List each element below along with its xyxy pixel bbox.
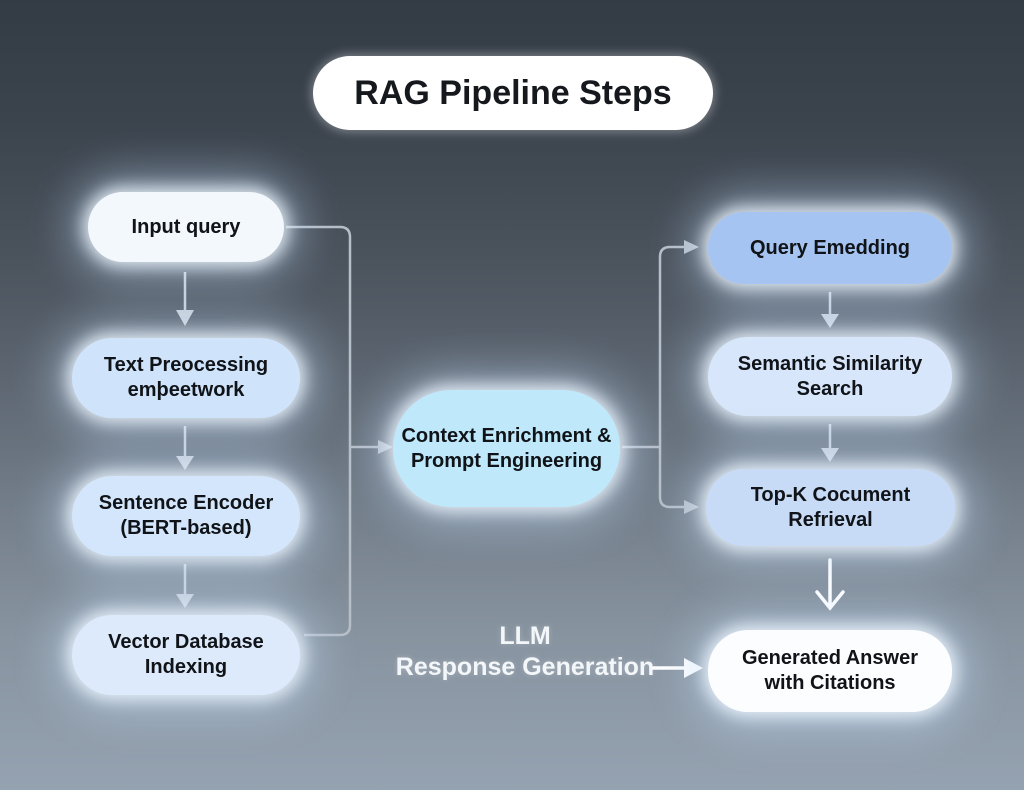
line-2: Prompt Engineering [410, 449, 603, 472]
line-1: Sentence Encoder [98, 492, 274, 514]
node-semantic-search: Semantic Similarity Search [708, 337, 952, 416]
arrow-down-search-to-topk-head [821, 448, 839, 462]
node-generated-answer-label: Generated Answer with Citations [742, 646, 918, 696]
arrow-to-query-embedding-head [684, 240, 699, 254]
line-2: Response Generation [395, 653, 655, 682]
node-topk-retrieval-label: Top-K Cocument Refrieval [750, 483, 911, 531]
page-title-text: RAG Pipeline Steps [354, 73, 672, 112]
line-2: with Citations [764, 672, 896, 694]
line-2: emþeetwork [127, 379, 245, 401]
line-1: Generated Answer [742, 647, 918, 669]
node-text-preprocessing-label: Text Preocessing emþeetwork [104, 353, 268, 403]
node-query-embedding: Query Emedding [708, 212, 952, 284]
arrow-down-embedding-to-search-head [821, 314, 839, 328]
connector-right-bracket [658, 245, 684, 509]
line-1: Context Enrichment & [401, 424, 612, 447]
node-topk-retrieval: Top-K Cocument Refrieval [706, 469, 955, 546]
node-context-enrichment-label: Context Enrichment & Prompt Engineering [401, 424, 611, 474]
arrow-down-preprocessing-to-encoder-head [176, 456, 194, 470]
node-input-query-label: Input query [131, 215, 241, 238]
line-1: LLM [499, 622, 551, 650]
node-text-preprocessing: Text Preocessing emþeetwork [72, 338, 300, 418]
arrow-llm-to-answer-head [684, 658, 703, 678]
llm-response-generation-label: LLM Response Generation [380, 621, 670, 684]
node-input-query: Input query [88, 192, 284, 262]
node-context-enrichment: Context Enrichment & Prompt Engineering [393, 390, 620, 507]
line-2: Search [796, 377, 864, 400]
line-2: Indexing [144, 656, 228, 678]
node-vector-indexing-label: Vector Database Indexing [108, 630, 264, 680]
node-vector-indexing: Vector Database Indexing [72, 615, 300, 695]
node-sentence-encoder-label: Sentence Encoder (BERT-based) [99, 491, 274, 541]
node-sentence-encoder: Sentence Encoder (BERT-based) [72, 476, 300, 556]
node-query-embedding-label: Query Emedding [749, 236, 911, 259]
node-semantic-search-label: Semantic Similarity Search [738, 352, 923, 402]
line-1: Vector Database [108, 631, 264, 653]
arrow-down-input-to-preprocessing-head [176, 310, 194, 326]
line-1: Semantic Similarity [737, 352, 923, 375]
arrow-down-topk-to-answer [815, 558, 845, 611]
arrow-down-encoder-to-vectordb-head [176, 594, 194, 608]
line-1: Text Preocessing [103, 354, 269, 376]
arrow-to-topk-head [684, 500, 699, 514]
line-2: (BERT-based) [120, 517, 252, 539]
arrow-to-context-head [378, 440, 393, 454]
page-title: RAG Pipeline Steps [313, 56, 713, 130]
connector-left-bracket [286, 225, 352, 637]
node-generated-answer: Generated Answer with Citations [708, 630, 952, 712]
